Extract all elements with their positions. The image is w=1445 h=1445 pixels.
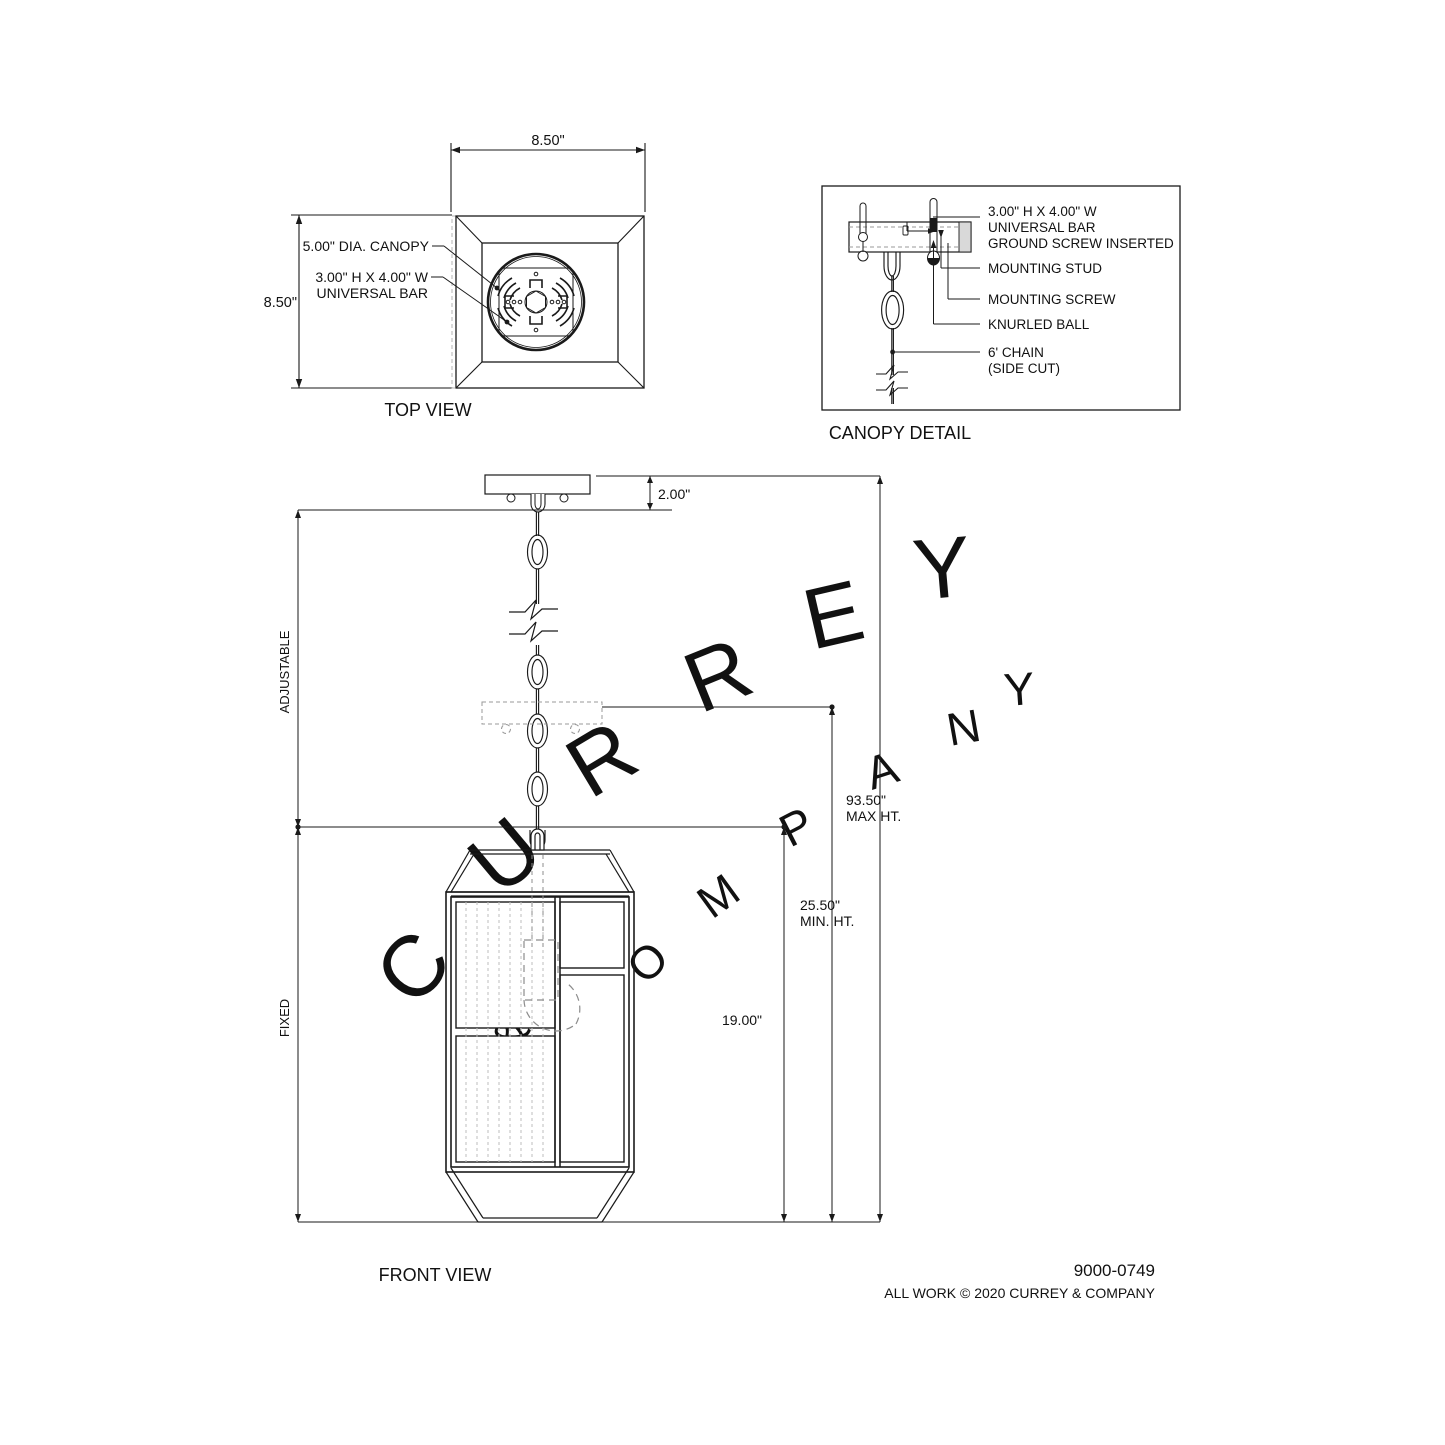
front-canopy-plate: [484, 474, 591, 513]
front-view: 2.00": [277, 474, 901, 1285]
callout-universal-bar-line2: UNIVERSAL BAR: [316, 285, 428, 301]
dimension-min-height-l1: 25.50": [800, 897, 840, 913]
top-view-height-arrows: [295, 215, 303, 388]
chain-break-symbol-detail: [876, 364, 908, 397]
front-left-dimension-arrows: [295, 510, 301, 1222]
lantern-fluting: [465, 902, 544, 1162]
callout-mounting-screw: MOUNTING SCREW: [988, 292, 1116, 307]
mounting-stud-left: [857, 202, 869, 262]
dimension-body-height-arrows: [781, 824, 787, 1222]
lantern-mullion-vertical: [554, 897, 561, 1167]
dimension-min-height-l2: MIN. HT.: [800, 913, 854, 929]
top-view-leaders: [431, 245, 508, 323]
dimension-min-height-arrows: [829, 704, 835, 1222]
lantern-panel-right-upper: [559, 901, 625, 969]
title-block: 9000-0749 ALL WORK © 2020 CURREY & COMPA…: [884, 1261, 1155, 1301]
lantern-glass-left-lower: [455, 1035, 556, 1163]
universal-bar-plate-plan: [497, 267, 575, 337]
callout-bar-l3: GROUND SCREW INSERTED: [988, 236, 1174, 251]
lantern-socket-hidden: [523, 939, 581, 1032]
lantern-panel-right-lower: [559, 974, 625, 1163]
top-view-title: TOP VIEW: [384, 400, 471, 420]
top-view-width-dimension: [450, 143, 646, 212]
callout-universal-bar-line1: 3.00" H X 4.00" W: [315, 269, 428, 285]
lantern-body: [445, 828, 635, 1223]
lantern-frame-outer: [445, 891, 635, 1173]
callout-chain-l2: (SIDE CUT): [988, 361, 1060, 376]
dimension-max-height-l2: MAX HT.: [846, 808, 901, 824]
svg-text:Y: Y: [909, 518, 979, 619]
canopy-circle-inner: [490, 256, 582, 348]
canopy-outer-square: [455, 215, 645, 389]
canopy-detail-leaders: [892, 216, 980, 353]
callout-bar-l2: UNIVERSAL BAR: [988, 220, 1096, 235]
label-adjustable: ADJUSTABLE: [277, 630, 292, 713]
lantern-hanger-loop: [530, 828, 545, 851]
front-canopy-dimension-label: 2.00": [658, 486, 690, 502]
canopy-corner-diagonals: [455, 215, 645, 389]
callout-bar-l1: 3.00" H X 4.00" W: [988, 204, 1097, 219]
svg-text:N: N: [943, 698, 988, 756]
canopy-detail-title: CANOPY DETAIL: [829, 423, 971, 443]
callout-chain-l1: 6' CHAIN: [988, 345, 1044, 360]
canopy-inner-square: [481, 242, 619, 363]
part-number: 9000-0749: [1074, 1261, 1155, 1280]
canopy-detail-callout-texts: 3.00" H X 4.00" W UNIVERSAL BAR GROUND S…: [988, 204, 1174, 376]
front-canopy-dimension-arrows: [647, 476, 653, 510]
canopy-detail-frame: [821, 185, 1181, 411]
top-view-width-arrows: [451, 146, 645, 154]
lantern-glass-left-upper: [455, 901, 556, 1029]
top-view-leader-dots: [494, 285, 510, 325]
chain-break-symbol-front: [509, 599, 558, 643]
top-view: 8.50" 8.50": [264, 133, 646, 420]
top-view-height-label: 8.50": [264, 295, 297, 311]
top-view-width-label: 8.50": [531, 133, 564, 149]
callout-canopy-label: 5.00" DIA. CANOPY: [303, 238, 430, 254]
canopy-detail-view: 3.00" H X 4.00" W UNIVERSAL BAR GROUND S…: [821, 185, 1181, 443]
canopy-detail-leader-arrows: [890, 228, 944, 355]
copyright-notice: ALL WORK © 2020 CURREY & COMPANY: [884, 1285, 1155, 1301]
svg-text:Y: Y: [1002, 662, 1039, 716]
universal-bar-side: [848, 221, 972, 253]
label-fixed: FIXED: [277, 999, 292, 1037]
top-view-height-dimension: [291, 214, 452, 389]
dimension-body-height-label: 19.00": [722, 1012, 762, 1028]
front-chain: [526, 512, 549, 850]
callout-knurled-ball: KNURLED BALL: [988, 317, 1090, 332]
callout-mounting-stud: MOUNTING STUD: [988, 261, 1102, 276]
canopy-circle: [486, 252, 586, 352]
front-canopy-phantom: [481, 701, 603, 734]
dimension-max-height-l1: 93.50": [846, 792, 886, 808]
dimension-max-height-arrows: [877, 476, 883, 1222]
front-view-title: FRONT VIEW: [379, 1265, 492, 1285]
